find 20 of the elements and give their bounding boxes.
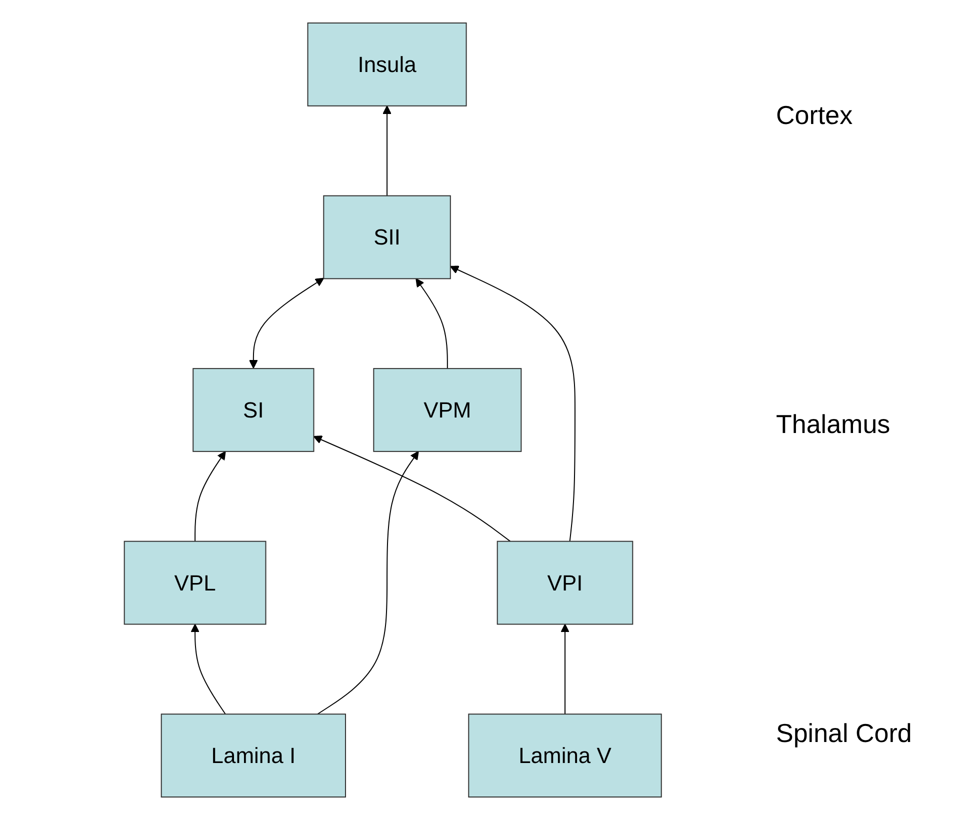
node-box: VPM bbox=[373, 368, 522, 452]
arrow bbox=[450, 265, 576, 542]
arrow bbox=[249, 277, 324, 368]
level-label: Thalamus bbox=[776, 409, 892, 440]
node-box: SII bbox=[323, 194, 452, 279]
level-label: Cortex bbox=[776, 100, 854, 131]
arrow bbox=[190, 623, 226, 714]
node-box: Lamina I bbox=[161, 713, 346, 797]
node-box: SI bbox=[192, 368, 314, 452]
arrow bbox=[317, 450, 419, 714]
arrow bbox=[314, 435, 511, 542]
arrow bbox=[416, 278, 448, 369]
level-label: Spinal Cord bbox=[776, 718, 913, 749]
node-box: Insula bbox=[307, 22, 467, 106]
node-box: VPL bbox=[124, 540, 266, 624]
arrow bbox=[194, 450, 226, 542]
node-box: VPI bbox=[497, 540, 634, 624]
arrow bbox=[382, 104, 392, 196]
arrow bbox=[560, 623, 570, 714]
node-box: Lamina V bbox=[468, 713, 662, 797]
